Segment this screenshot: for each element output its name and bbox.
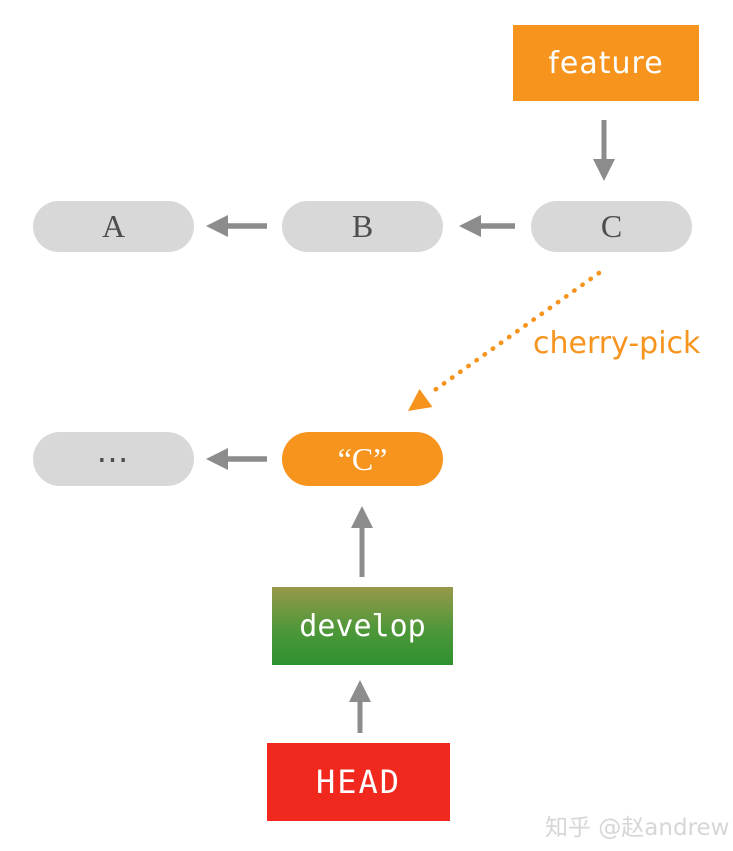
- zhihu-watermark: 知乎 @赵andrew: [545, 815, 730, 841]
- develop-branch-label: develop: [272, 587, 453, 665]
- head-label: HEAD: [267, 743, 450, 821]
- arrow-b-to-a: [206, 215, 267, 237]
- commit-c-copy-label: “C”: [337, 440, 388, 477]
- commit-a: A: [33, 201, 194, 252]
- commit-ellipsis-label: ⋯: [96, 441, 131, 477]
- arrow-feature-to-c: [593, 120, 615, 181]
- feature-branch-text: feature: [548, 45, 664, 81]
- arrow-head-to-develop: [349, 680, 371, 733]
- arrow-c-to-b: [459, 215, 515, 237]
- cherry-pick-label: cherry-pick: [533, 326, 701, 361]
- commit-ellipsis: ⋯: [33, 432, 194, 486]
- arrow-ccopy-to-ellipsis: [206, 448, 267, 470]
- feature-branch-label: feature: [513, 25, 699, 101]
- commit-c-copy: “C”: [282, 432, 443, 486]
- commit-b-label: B: [351, 208, 374, 244]
- head-label-text: HEAD: [315, 763, 402, 801]
- commit-c: C: [531, 201, 692, 252]
- commit-b: B: [282, 201, 443, 252]
- arrow-develop-to-ccopy: [351, 506, 373, 577]
- commit-a-label: A: [101, 208, 126, 244]
- commit-c-label: C: [600, 208, 623, 244]
- develop-branch-text: develop: [299, 608, 426, 644]
